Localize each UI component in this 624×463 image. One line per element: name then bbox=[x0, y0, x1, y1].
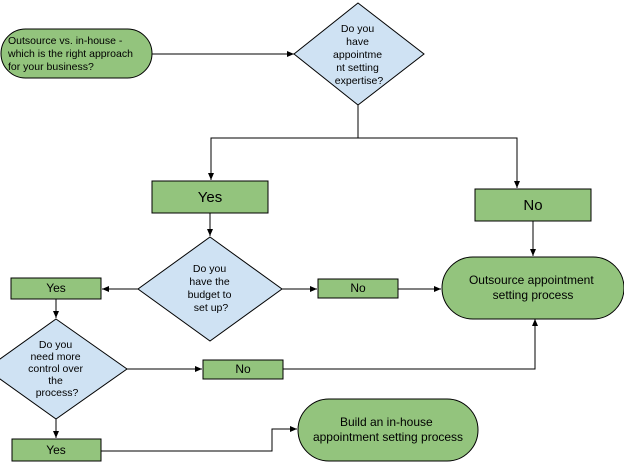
arrow-no-control-to-outsource bbox=[283, 319, 538, 370]
connectors bbox=[53, 51, 538, 452]
arrow-expertise-to-no bbox=[358, 137, 520, 188]
outsource-line-2: setting process bbox=[493, 288, 574, 302]
svg-text:Outsource appointment se: Outsource appointment setting process bbox=[469, 273, 597, 302]
yes-expertise-box: Yes bbox=[151, 180, 269, 214]
start-line-2: which is the right approach bbox=[7, 48, 133, 60]
decision-budget: Do you have the budget to set up? bbox=[137, 236, 283, 342]
no-budget-box: No bbox=[317, 278, 399, 299]
yes-control-label: Yes bbox=[46, 443, 66, 457]
svg-text:Do you have the bu: Do you have the budget to set up? bbox=[188, 263, 235, 314]
expertise-line-1: Do you bbox=[341, 23, 374, 35]
yes-expertise-label: Yes bbox=[198, 189, 222, 206]
inhouse-node: Build an in-house appointment setting pr… bbox=[297, 398, 479, 462]
expertise-line-4: nt setting bbox=[336, 62, 379, 74]
control-line-4: the bbox=[48, 375, 63, 387]
budget-line-3: budget to bbox=[188, 289, 232, 301]
svg-text:Outsource vs. in-house -: Outsource vs. in-house - which is the ri… bbox=[7, 35, 136, 73]
yes-budget-box: Yes bbox=[10, 277, 102, 300]
svg-text:Build an in-house appoin: Build an in-house appointment setting pr… bbox=[313, 415, 463, 444]
svg-text:Do you have appoin: Do you have appointme nt setting experti… bbox=[333, 23, 385, 87]
control-line-1: Do you bbox=[39, 339, 72, 351]
budget-line-1: Do you bbox=[193, 263, 226, 275]
arrow-expertise-to-yes bbox=[208, 104, 359, 180]
no-control-box: No bbox=[202, 359, 284, 380]
expertise-line-5: expertise? bbox=[335, 75, 384, 87]
inhouse-line-1: Build an in-house bbox=[340, 415, 433, 429]
inhouse-line-2: appointment setting process bbox=[313, 430, 463, 444]
no-control-label: No bbox=[235, 362, 251, 376]
yes-budget-label: Yes bbox=[46, 281, 66, 295]
outsource-line-1: Outsource appointment bbox=[469, 273, 594, 287]
expertise-line-3: appointme bbox=[333, 49, 382, 61]
start-node: Outsource vs. in-house - which is the ri… bbox=[0, 28, 153, 79]
yes-control-box: Yes bbox=[11, 438, 102, 462]
budget-line-4: set up? bbox=[194, 302, 229, 314]
outsource-node: Outsource appointment setting process bbox=[441, 256, 624, 320]
arrow-yes-to-inhouse bbox=[101, 426, 297, 452]
control-line-2: need more bbox=[30, 351, 80, 363]
no-expertise-label: No bbox=[523, 197, 542, 214]
control-line-5: process? bbox=[36, 387, 79, 399]
start-line-1: Outsource vs. in-house - bbox=[8, 35, 123, 47]
start-line-3: for your business? bbox=[8, 61, 94, 73]
decision-control: Do you need more control over the proces… bbox=[0, 318, 128, 420]
budget-line-2: have the bbox=[189, 276, 229, 288]
no-budget-label: No bbox=[350, 281, 366, 295]
decision-expertise: Do you have appointme nt setting experti… bbox=[293, 2, 425, 106]
svg-text:Do you need more c: Do you need more control over the proces… bbox=[28, 339, 86, 399]
expertise-line-2: have bbox=[346, 36, 369, 48]
control-line-3: control over bbox=[28, 363, 83, 375]
no-expertise-box: No bbox=[474, 188, 592, 222]
